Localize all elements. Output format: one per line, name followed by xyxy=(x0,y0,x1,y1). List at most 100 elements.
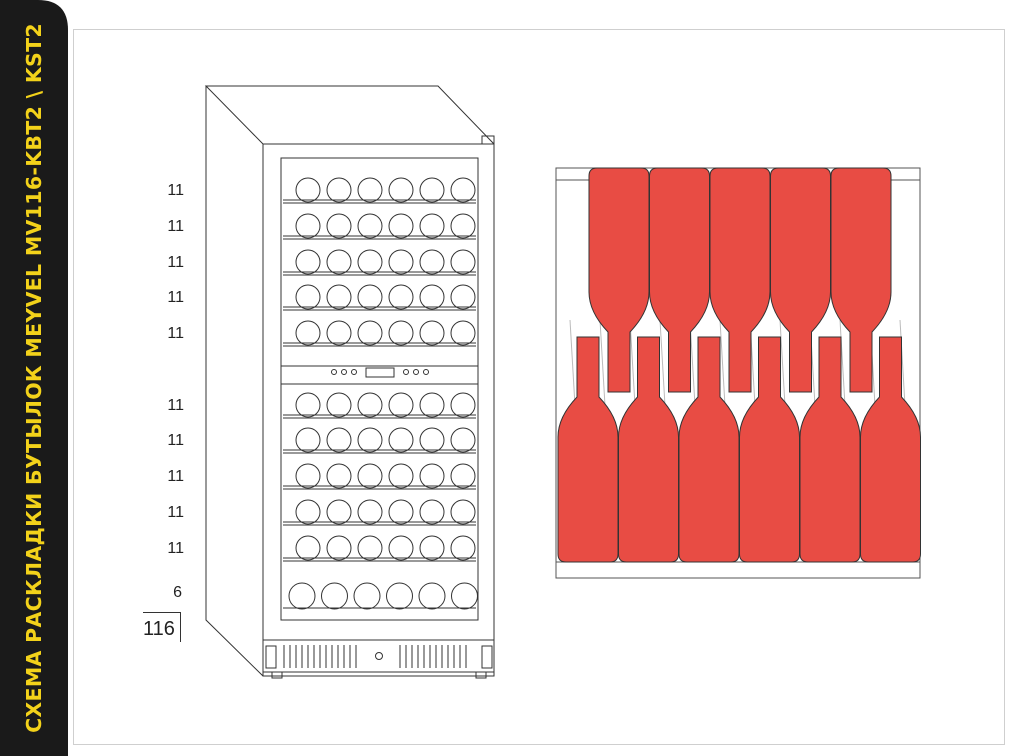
fridge-shelf xyxy=(283,392,476,419)
bottle-end-circle xyxy=(357,320,383,346)
control-panel xyxy=(280,365,479,385)
bottle-end-circle xyxy=(388,177,414,203)
bottle-end-circle xyxy=(419,320,445,346)
shelf-count-lower-1: 11 xyxy=(167,397,184,414)
bottle-end-circle xyxy=(388,535,414,561)
bottle-end-circle xyxy=(295,499,321,525)
shelf-count-upper-2: 11 xyxy=(167,218,184,235)
fridge-shelf xyxy=(283,284,476,311)
bottle-end-circle xyxy=(388,499,414,525)
fridge-bottom-shelf xyxy=(283,582,478,610)
bottle-end-circle xyxy=(419,535,445,561)
shelf-count-upper-1: 11 xyxy=(167,182,184,199)
banner-background xyxy=(0,0,68,756)
bottle-bottom-row xyxy=(678,336,740,563)
bottle-bottom-row xyxy=(860,336,921,563)
shelf-count-lower-4: 11 xyxy=(167,504,184,521)
bottle-end-circle xyxy=(357,463,383,489)
fridge-shelf xyxy=(283,535,476,562)
cabinet-top xyxy=(204,85,495,145)
bottle-end-circle xyxy=(326,249,352,275)
bottle-end-circle xyxy=(419,427,445,453)
bottle-end-circle xyxy=(388,392,414,418)
bottle-end-circle xyxy=(288,582,316,610)
bottle-end-circle xyxy=(419,463,445,489)
bottle-end-circle xyxy=(295,463,321,489)
bottle-end-circle xyxy=(450,177,476,203)
bottle-end-circle xyxy=(295,535,321,561)
bottle-end-circle xyxy=(388,427,414,453)
content-frame xyxy=(73,29,1005,745)
shelf-count-lower-3: 11 xyxy=(167,468,184,485)
bottle-end-circle xyxy=(419,177,445,203)
bottle-top-row xyxy=(830,167,892,393)
bottle-end-circle xyxy=(419,392,445,418)
bottle-end-circle xyxy=(326,535,352,561)
total-count: 116 xyxy=(143,618,175,640)
bottle-end-circle xyxy=(450,249,476,275)
fridge-shelf xyxy=(283,463,476,490)
fridge-shelf xyxy=(283,320,476,347)
bottle-end-circle xyxy=(353,582,381,610)
bottle-bottom-row xyxy=(739,336,800,563)
bottle-bottom-row xyxy=(557,336,619,563)
bottle-bottom-row xyxy=(618,336,679,563)
shelf-count-lower-5: 11 xyxy=(167,540,184,557)
fridge-shelf xyxy=(283,177,476,204)
bottle-end-circle xyxy=(357,499,383,525)
bottle-end-circle xyxy=(357,213,383,239)
bottle-end-circle xyxy=(418,582,446,610)
bottle-bottom-row xyxy=(799,336,861,563)
bottle-end-circle xyxy=(326,499,352,525)
bottle-end-circle xyxy=(295,427,321,453)
fridge-shelf xyxy=(283,213,476,240)
bottle-end-circle xyxy=(450,320,476,346)
foot-left xyxy=(271,671,283,679)
bottle-end-circle xyxy=(450,499,476,525)
top-hinge xyxy=(481,135,495,145)
shelf-count-lower-2: 11 xyxy=(167,432,184,449)
bottle-end-circle xyxy=(419,249,445,275)
temperature-display xyxy=(365,367,395,378)
bottle-end-circle xyxy=(386,582,413,610)
bottle-end-circle xyxy=(388,463,414,489)
bottom-hinge-right xyxy=(481,645,493,669)
fridge-shelf xyxy=(283,499,476,526)
bottle-end-circle xyxy=(326,463,352,489)
control-button-5 xyxy=(413,369,419,375)
bottom-hinge-left xyxy=(265,645,277,669)
bottle-end-circle xyxy=(357,249,383,275)
glass-panel xyxy=(280,157,479,621)
shelf-count-upper-3: 11 xyxy=(167,254,184,271)
shelf-count-upper-4: 11 xyxy=(167,289,184,306)
control-button-1 xyxy=(331,369,337,375)
bottle-end-circle xyxy=(295,213,321,239)
side-banner: СХЕМА РАСКЛАДКИ БУТЫЛОК MEYVEL MV116-KBT… xyxy=(0,0,68,756)
bottle-end-circle xyxy=(357,535,383,561)
bottle-end-circle xyxy=(326,392,352,418)
bottle-end-circle xyxy=(388,213,414,239)
bottle-end-circle xyxy=(326,284,352,310)
bottle-end-circle xyxy=(450,427,476,453)
bottom-grille xyxy=(262,639,495,673)
bottle-end-circle xyxy=(388,320,414,346)
bottle-end-circle xyxy=(450,535,476,561)
bottle-end-circle xyxy=(419,499,445,525)
control-button-6 xyxy=(423,369,429,375)
control-button-2 xyxy=(341,369,347,375)
bottle-end-circle xyxy=(450,463,476,489)
bottle-end-circle xyxy=(419,213,445,239)
bottle-end-circle xyxy=(451,582,478,610)
bottle-end-circle xyxy=(388,249,414,275)
fridge-shelf xyxy=(283,427,476,454)
bottle-end-circle xyxy=(295,284,321,310)
bottle-end-circle xyxy=(357,427,383,453)
bottle-end-circle xyxy=(295,392,321,418)
bottle-end-circle xyxy=(450,213,476,239)
bottle-end-circle xyxy=(357,284,383,310)
bottle-end-circle xyxy=(326,177,352,203)
bottle-end-circle xyxy=(419,284,445,310)
bottle-end-circle xyxy=(295,177,321,203)
